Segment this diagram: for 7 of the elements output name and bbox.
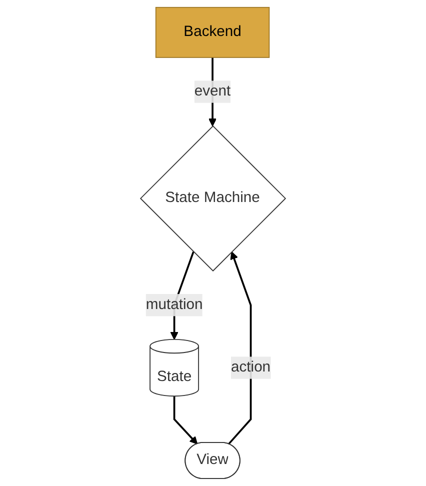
edge-label: event	[194, 83, 231, 100]
node-box: Backend	[155, 6, 270, 58]
arrow	[173, 396, 198, 444]
arrow	[228, 251, 252, 445]
node-diamond: State Machine	[140, 125, 286, 272]
edge-label: mutation	[146, 296, 203, 313]
edge-label: action	[230, 359, 271, 376]
